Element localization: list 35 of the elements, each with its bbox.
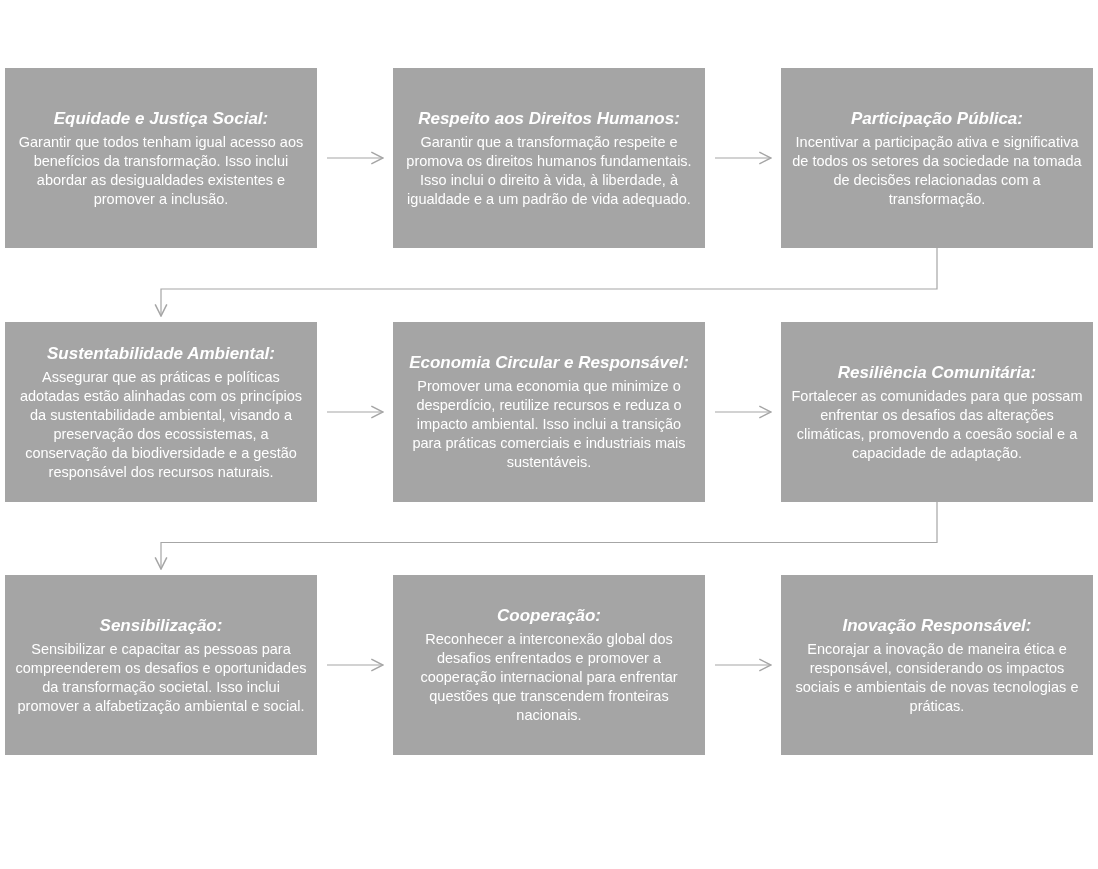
arrow xyxy=(154,247,938,317)
box-heading: Inovação Responsável: xyxy=(842,614,1032,636)
arrow xyxy=(714,658,772,672)
box-description: Garantir que a transformação respeite e promova os direitos humanos fundamentais. Isso inclui o direito à vida, à liberdade, à igualdade e a um padrão de vida adequado. xyxy=(405,132,693,209)
box-heading: Resiliência Comunitária: xyxy=(837,361,1037,383)
box-description: Sensibilizar e capacitar as pessoas para compreenderem os desafios e oportunidades da transformação societal. Isso inclui promover a alfabetização ambiental e social. xyxy=(14,639,308,716)
process-box xyxy=(393,575,705,755)
process-box xyxy=(5,322,317,502)
box-heading: Economia Circular e Responsável: xyxy=(409,352,689,373)
arrow xyxy=(714,151,772,165)
box-description: Garantir que todos tenham igual acesso aos benefícios da transformação. Isso inclui abordar as desigualdades existentes e promover a inclusão. xyxy=(17,132,305,209)
box-description: Fortalecer as comunidades para que possam enfrentar os desafios das alterações climáticas, promovendo a coesão social e a capacidade de adaptação. xyxy=(790,386,1084,463)
box-description: Reconhecer a interconexão global dos desafios enfrentados e promover a cooperação internacional para enfrentar questões que transcendem fronteiras nacionais. xyxy=(419,630,679,725)
process-box xyxy=(781,322,1093,502)
process-box xyxy=(781,575,1093,755)
process-box xyxy=(393,322,705,502)
process-box xyxy=(5,68,317,248)
arrow xyxy=(326,658,384,672)
box-heading: Equidade e Justiça Social: xyxy=(53,107,269,129)
box-description: Incentivar a participação ativa e significativa de todos os setores da sociedade na tomada de decisões relacionadas com a transformação. xyxy=(791,132,1083,209)
box-description: Promover uma economia que minimize o desperdício, reutilize recursos e reduza o impacto ambiental. Isso inclui a transição para práticas comerciais e industriais mais sustentáveis. xyxy=(411,377,687,472)
box-heading: Sensibilização: xyxy=(99,614,223,636)
process-box xyxy=(393,68,705,248)
box-description: Encorajar a inovação de maneira ética e responsável, considerando os impactos sociais e ambientais de novas tecnologias e práticas. xyxy=(794,639,1080,716)
arrow xyxy=(714,405,772,419)
process-box xyxy=(781,68,1093,248)
box-heading: Cooperação: xyxy=(497,605,601,626)
arrow xyxy=(326,405,384,419)
box-heading: Sustentabilidade Ambiental: xyxy=(47,342,275,364)
process-box xyxy=(5,575,317,755)
box-description: Assegurar que as práticas e políticas adotadas estão alinhadas com os princípios da sustentabilidade ambiental, visando a preservação dos ecossistemas, a conservação da biodiversidade e a gestão responsável dos recursos naturais. xyxy=(18,367,304,482)
arrow xyxy=(326,151,384,165)
box-heading: Participação Pública: xyxy=(851,107,1023,129)
arrow xyxy=(154,501,938,570)
box-heading: Respeito aos Direitos Humanos: xyxy=(418,107,680,129)
